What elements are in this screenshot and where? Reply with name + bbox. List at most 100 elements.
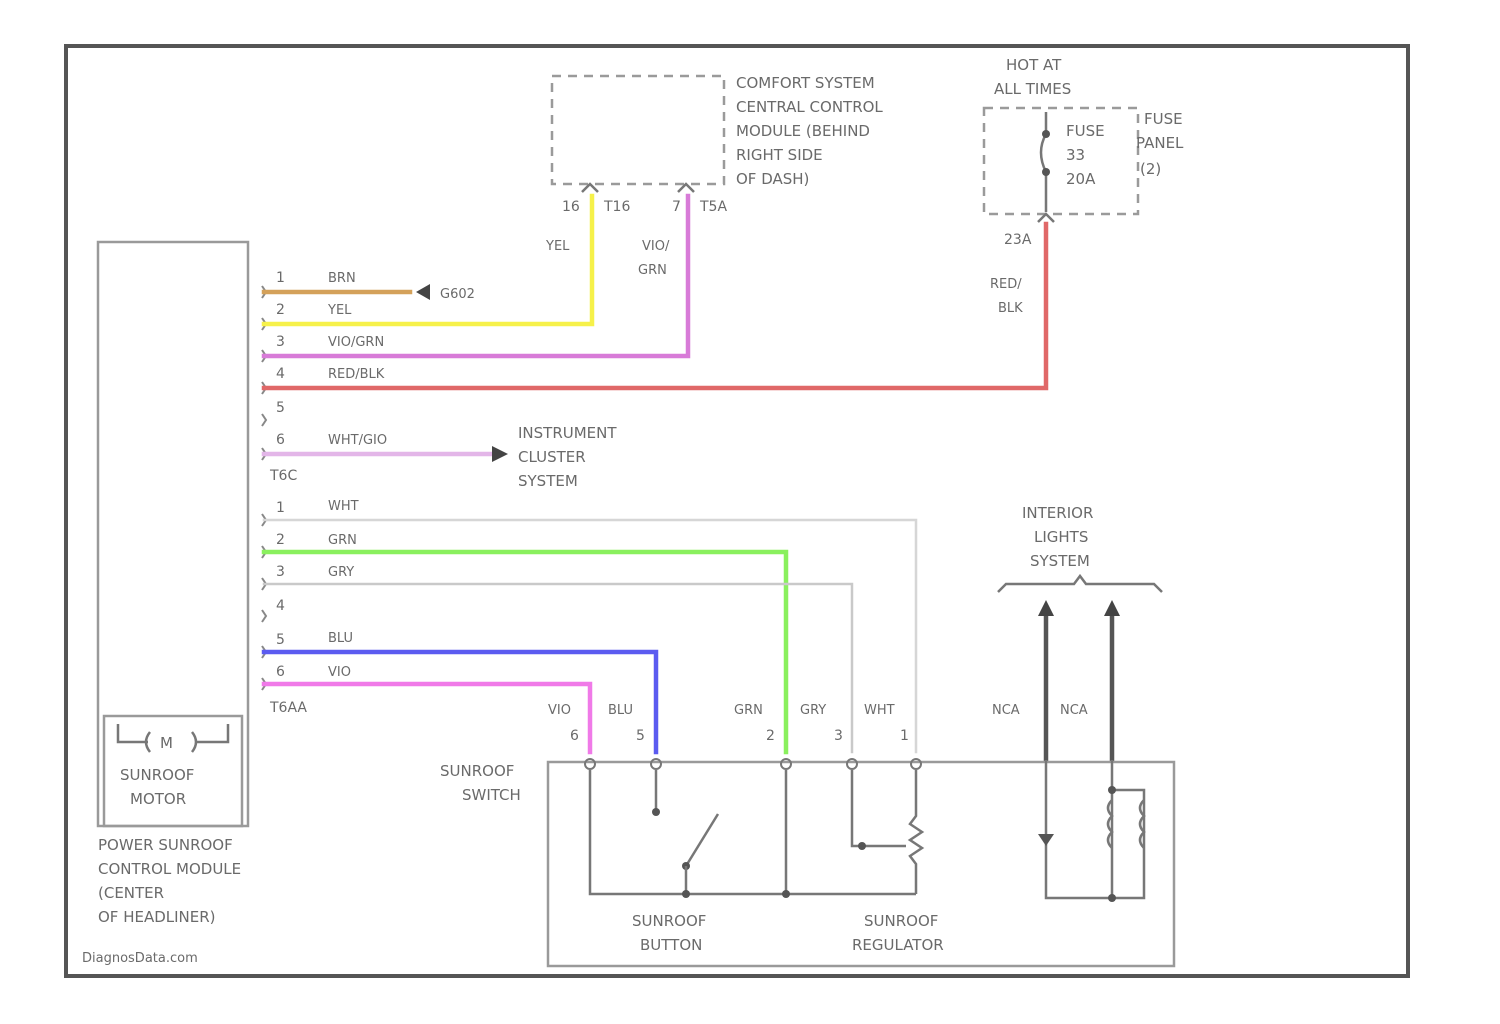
fuse-symbol	[1041, 112, 1046, 212]
light-diode	[1038, 834, 1054, 846]
nca-arrow-2	[1104, 600, 1120, 616]
bus-node-button	[682, 890, 690, 898]
wire-vio	[264, 684, 590, 752]
lower-pin-4: 4	[276, 598, 285, 614]
instrument-arrow	[492, 446, 508, 462]
comfort-module-label-3: MODULE (BEHIND	[736, 122, 870, 140]
switch-terminals	[585, 759, 921, 769]
lower-wire-2: GRN	[328, 533, 357, 548]
control-module-conn-upper: T6C	[269, 468, 297, 484]
motor-label-1: SUNROOF	[120, 766, 194, 784]
terminal-vio	[585, 759, 595, 769]
hot-at-all-times-2: ALL TIMES	[994, 80, 1071, 98]
switch-pin-blu: 5	[636, 728, 645, 744]
fuse-panel-label-3: (2)	[1140, 160, 1161, 178]
riser-label-yel: YEL	[545, 239, 570, 254]
switch-internal-left	[590, 770, 916, 894]
riser-label-vio-grn-2: GRN	[638, 263, 667, 278]
motor-symbol: M	[160, 734, 173, 752]
control-module-label-3: (CENTER	[98, 884, 164, 902]
regulator-gry	[852, 770, 906, 846]
riser-label-vio-grn-1: VIO/	[642, 239, 670, 254]
light-node-bottom	[1108, 894, 1116, 902]
sunroof-regulator-label-2: REGULATOR	[852, 936, 944, 954]
nca-label-1: NCA	[992, 703, 1020, 718]
switch-wire-label-wht: WHT	[864, 703, 895, 718]
motor-bracket	[118, 724, 228, 742]
wire-yel	[264, 196, 592, 324]
control-module-box	[98, 242, 248, 826]
fuse-panel-box	[984, 108, 1138, 214]
lower-pin-2: 2	[276, 532, 285, 548]
instrument-cluster-label-3: SYSTEM	[518, 472, 578, 490]
fuse-label-3: 20A	[1066, 170, 1096, 188]
lower-pin-3: 3	[276, 564, 285, 580]
connector-ticks	[262, 286, 266, 690]
fuse-label-2: 33	[1066, 146, 1085, 164]
button-blade	[686, 814, 718, 866]
light-node-top	[1108, 786, 1116, 794]
comfort-module-box	[552, 76, 724, 184]
lower-pin-1: 1	[276, 500, 285, 516]
upper-pin-6: 6	[276, 432, 285, 448]
switch-wire-label-gry: GRY	[800, 703, 826, 718]
upper-wire-1: BRN	[328, 271, 356, 286]
control-module-conn-lower: T6AA	[269, 700, 307, 716]
hot-at-all-times-1: HOT AT	[1006, 56, 1062, 74]
upper-pin-1: 1	[276, 270, 285, 286]
switch-pin-gry: 3	[834, 728, 843, 744]
control-module-label-1: POWER SUNROOF	[98, 836, 233, 854]
switch-pin-grn: 2	[766, 728, 775, 744]
sunroof-switch-label-2: SWITCH	[462, 786, 521, 804]
interior-lights-label-3: SYSTEM	[1030, 552, 1090, 570]
wire-blu	[264, 652, 656, 752]
fuse-panel-label-1: FUSE	[1144, 110, 1183, 128]
lower-wire-5: BLU	[328, 631, 353, 646]
wire-gry	[264, 584, 852, 752]
fuse-panel-label-2: PANEL	[1136, 134, 1184, 152]
button-contact-top	[652, 808, 660, 816]
terminal-grn	[781, 759, 791, 769]
nca-label-2: NCA	[1060, 703, 1088, 718]
switch-wire-label-blu: BLU	[608, 703, 633, 718]
comfort-conn-a: T16	[603, 199, 630, 215]
switch-wire-label-vio: VIO	[548, 703, 571, 718]
switch-pin-vio: 6	[570, 728, 579, 744]
tick-lower-4	[262, 610, 266, 622]
interior-lights-brace	[998, 576, 1162, 592]
motor-circle-right	[192, 732, 196, 752]
motor-label-2: MOTOR	[130, 790, 186, 808]
interior-lights-label-2: LIGHTS	[1034, 528, 1088, 546]
instrument-cluster-label-1: INSTRUMENT	[518, 424, 617, 442]
sunroof-regulator-label-1: SUNROOF	[864, 912, 938, 930]
comfort-pin-b: 7	[672, 199, 681, 215]
lower-pin-5: 5	[276, 632, 285, 648]
lower-wire-3: GRY	[328, 565, 354, 580]
upper-wire-2: YEL	[327, 303, 352, 318]
lower-pin-6: 6	[276, 664, 285, 680]
lower-wire-1: WHT	[328, 499, 359, 514]
upper-wire-6: WHT/GIO	[328, 433, 387, 448]
regulator-resistor	[910, 770, 922, 894]
sunroof-button-label-1: SUNROOF	[632, 912, 706, 930]
terminal-gry	[847, 759, 857, 769]
fuse-terminal-top	[1042, 130, 1050, 138]
ground-label: G602	[440, 287, 475, 302]
light-internal-1	[1046, 760, 1144, 898]
comfort-module-label-4: RIGHT SIDE	[736, 146, 823, 164]
upper-pin-3: 3	[276, 334, 285, 350]
sunroof-button-label-2: BUTTON	[640, 936, 702, 954]
fuse-terminal-bottom	[1042, 168, 1050, 176]
control-module-label-4: OF HEADLINER)	[98, 908, 216, 926]
terminal-wht	[911, 759, 921, 769]
riser-label-red-blk-1: RED/	[990, 277, 1022, 292]
terminal-blu	[651, 759, 661, 769]
upper-pin-5: 5	[276, 400, 285, 416]
comfort-module-label-1: COMFORT SYSTEM	[736, 74, 875, 92]
instrument-cluster-label-2: CLUSTER	[518, 448, 586, 466]
nca-arrow-1	[1038, 600, 1054, 616]
comfort-module-label-5: OF DASH)	[736, 170, 809, 188]
lower-wire-6: VIO	[328, 665, 351, 680]
bus-node-grn	[782, 890, 790, 898]
